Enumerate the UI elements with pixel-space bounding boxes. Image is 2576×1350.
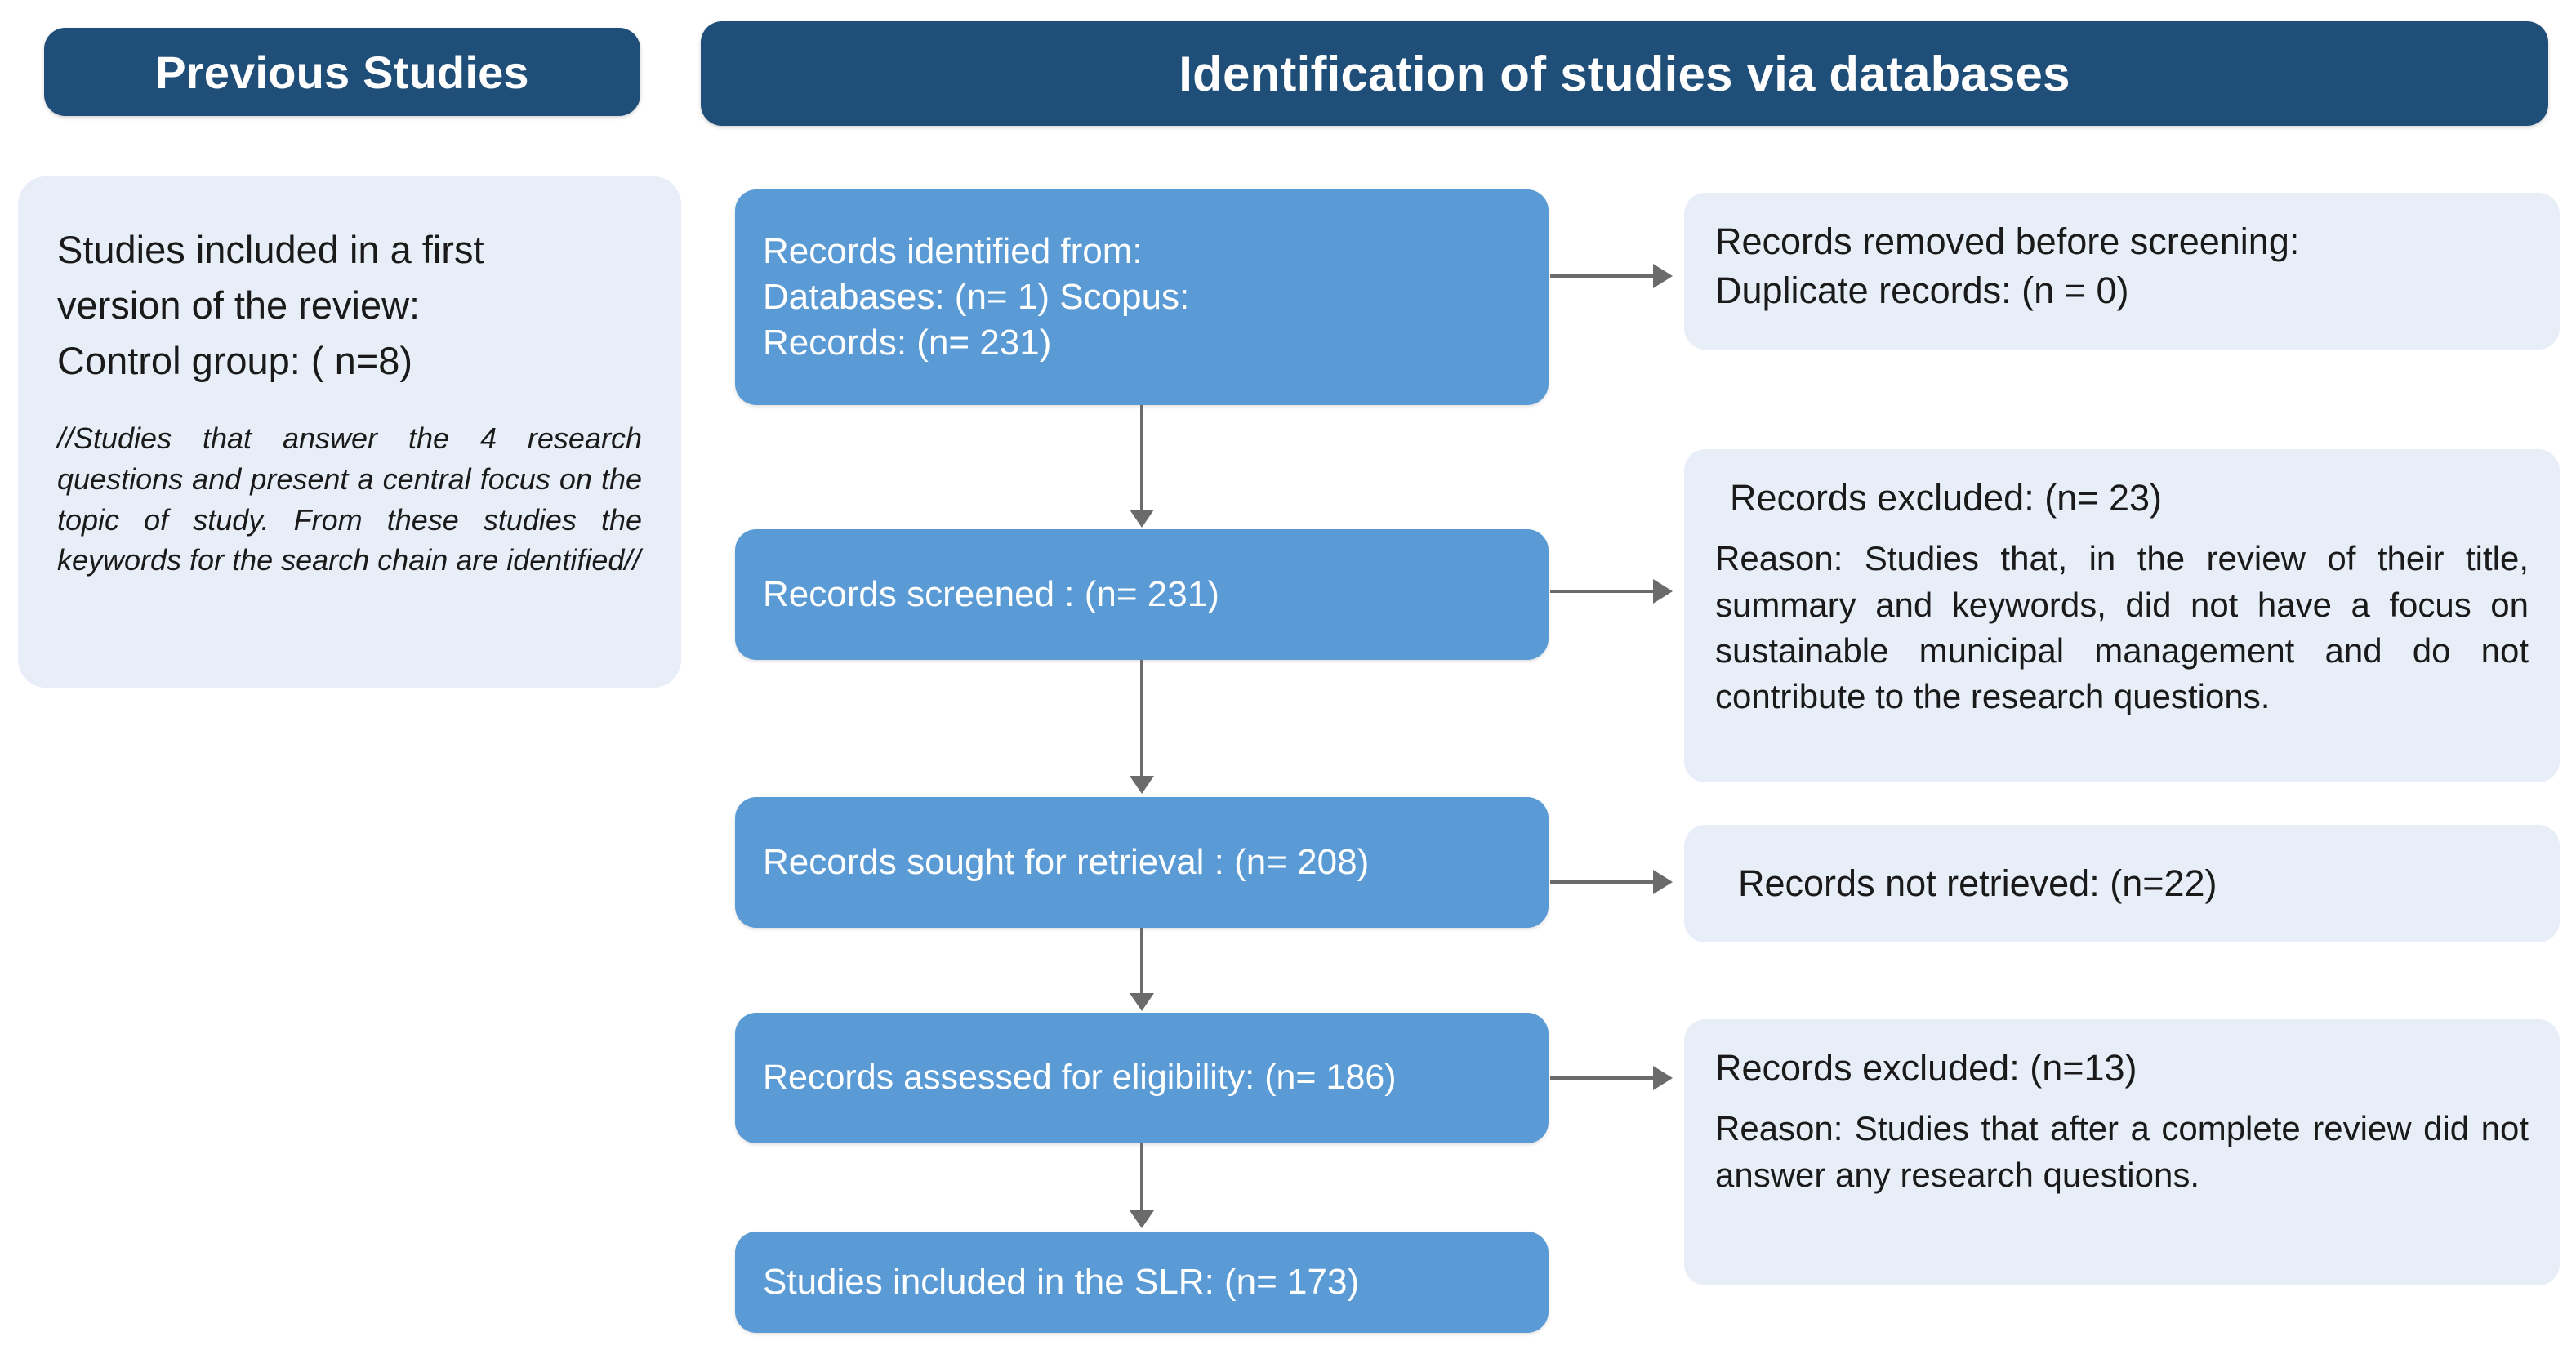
arrow-right-sought-to-not-retrieved xyxy=(1653,870,1673,894)
arrow-right-screened-to-excluded xyxy=(1653,579,1673,604)
records-assessed-box: Records assessed for eligibility: (n= 18… xyxy=(735,1013,1549,1143)
connector-sought-to-not-retrieved xyxy=(1550,880,1655,884)
connector-screened-to-sought xyxy=(1140,660,1143,777)
connector-assessed-to-excluded xyxy=(1550,1076,1655,1080)
records-not-retrieved-box: Records not retrieved: (n=22) xyxy=(1684,825,2560,942)
records-not-retrieved-text: Records not retrieved: (n=22) xyxy=(1738,862,2217,904)
arrow-down-identified-to-screened xyxy=(1130,510,1154,528)
records-sought-box: Records sought for retrieval : (n= 208) xyxy=(735,797,1549,928)
connector-identified-to-screened xyxy=(1140,405,1143,511)
records-excluded-eligibility-box: Records excluded: (n=13) Reason: Studies… xyxy=(1684,1019,2560,1285)
connector-sought-to-assessed xyxy=(1140,928,1143,995)
arrow-right-assessed-to-excluded xyxy=(1653,1066,1673,1090)
records-excluded-screening-box: Records excluded: (n= 23) Reason: Studie… xyxy=(1684,449,2560,782)
previous-studies-panel: Studies included in a first version of t… xyxy=(18,176,681,688)
records-identified-box: Records identified from: Databases: (n= … xyxy=(735,189,1549,405)
arrow-down-sought-to-assessed xyxy=(1130,993,1154,1011)
records-excluded-screening-reason: Reason: Studies that, in the review of t… xyxy=(1715,539,2529,716)
records-excluded-screening-title: Records excluded: (n= 23) xyxy=(1730,477,2163,519)
records-excluded-eligibility-title: Records excluded: (n=13) xyxy=(1715,1047,2137,1089)
connector-assessed-to-included xyxy=(1140,1143,1143,1212)
records-excluded-eligibility-reason: Reason: Studies that after a complete re… xyxy=(1715,1109,2529,1194)
records-removed-box: Records removed before screening: Duplic… xyxy=(1684,193,2560,350)
records-removed-text: Records removed before screening: Duplic… xyxy=(1715,221,2300,312)
connector-identified-to-removed xyxy=(1550,274,1655,278)
identification-banner: Identification of studies via databases xyxy=(701,21,2548,126)
arrow-down-screened-to-sought xyxy=(1130,776,1154,794)
arrow-right-identified-to-removed xyxy=(1653,264,1673,288)
connector-screened-to-excluded xyxy=(1550,590,1655,593)
arrow-down-assessed-to-included xyxy=(1130,1210,1154,1228)
previous-studies-heading: Studies included in a first version of t… xyxy=(57,228,484,383)
studies-included-box: Studies included in the SLR: (n= 173) xyxy=(735,1232,1549,1333)
records-screened-box: Records screened : (n= 231) xyxy=(735,529,1549,660)
previous-studies-note: //Studies that answer the 4 research que… xyxy=(57,421,642,577)
previous-studies-banner: Previous Studies xyxy=(44,28,640,116)
